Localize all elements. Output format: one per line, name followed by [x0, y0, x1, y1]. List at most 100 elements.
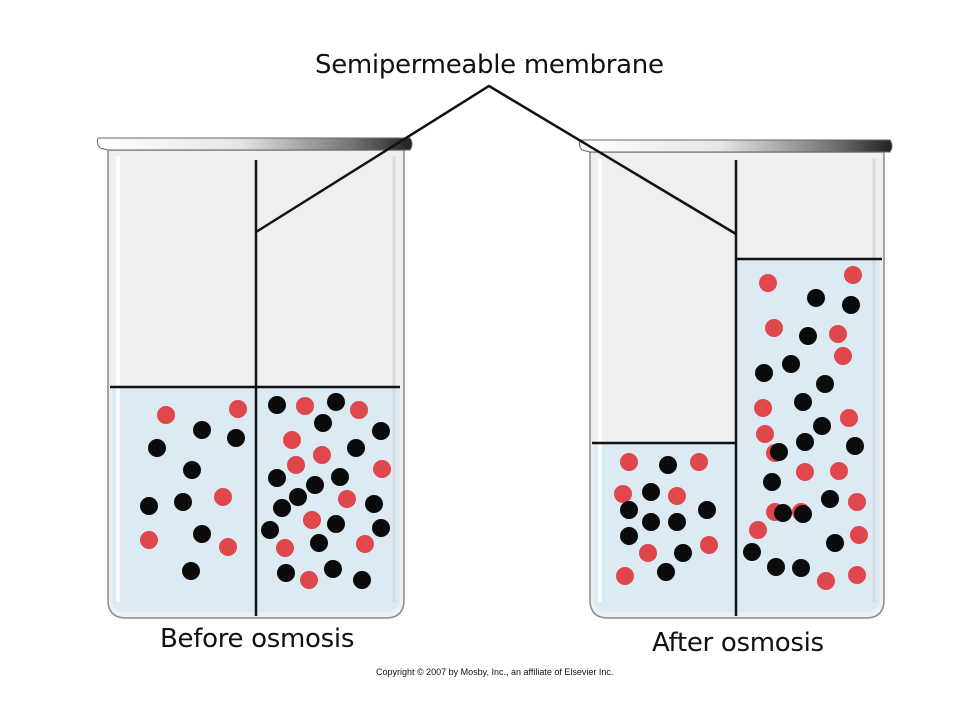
- solute-particle-red: [848, 566, 866, 584]
- copyright-notice: Copyright © 2007 by Mosby, Inc., an affi…: [376, 667, 614, 677]
- solvent-particle-black: [846, 437, 864, 455]
- beaker-before-rim: [96, 137, 413, 151]
- solvent-particle-black: [821, 490, 839, 508]
- solvent-particle-black: [372, 422, 390, 440]
- solute-particle-red: [756, 425, 774, 443]
- solvent-particle-black: [642, 513, 660, 531]
- solute-particle-red: [817, 572, 835, 590]
- solute-particle-red: [313, 446, 331, 464]
- solvent-particle-black: [183, 461, 201, 479]
- solvent-particle-black: [261, 521, 279, 539]
- solvent-particle-black: [174, 493, 192, 511]
- beaker-after: [578, 139, 893, 619]
- solute-particle-red: [754, 399, 772, 417]
- solvent-particle-black: [770, 443, 788, 461]
- solvent-particle-black: [347, 439, 365, 457]
- solvent-particle-black: [743, 543, 761, 561]
- membrane-leader-lines: [255, 84, 737, 236]
- solvent-particle-black: [668, 513, 686, 531]
- solvent-particle-black: [182, 562, 200, 580]
- solvent-particle-black: [659, 456, 677, 474]
- solvent-particle-black: [755, 364, 773, 382]
- solvent-particle-black: [273, 499, 291, 517]
- solute-particle-red: [834, 347, 852, 365]
- solvent-particle-black: [792, 559, 810, 577]
- solute-particle-red: [639, 544, 657, 562]
- solvent-particle-black: [767, 558, 785, 576]
- solute-particle-red: [350, 401, 368, 419]
- solvent-particle-black: [353, 571, 371, 589]
- solvent-particle-black: [620, 501, 638, 519]
- solvent-particle-black: [314, 414, 332, 432]
- solute-particle-red: [373, 460, 391, 478]
- solute-particle-red: [300, 571, 318, 589]
- solvent-particle-black: [816, 375, 834, 393]
- solute-particle-red: [338, 490, 356, 508]
- solute-particle-red: [759, 274, 777, 292]
- solvent-particle-black: [799, 327, 817, 345]
- solute-particle-red: [830, 462, 848, 480]
- solvent-particle-black: [774, 504, 792, 522]
- solvent-particle-black: [698, 501, 716, 519]
- solvent-particle-black: [306, 476, 324, 494]
- solute-particle-red: [829, 325, 847, 343]
- solvent-particle-black: [289, 488, 307, 506]
- solvent-particle-black: [331, 468, 349, 486]
- solvent-particle-black: [365, 495, 383, 513]
- solvent-particle-black: [277, 564, 295, 582]
- beaker-before: [96, 137, 413, 619]
- solute-particle-red: [850, 526, 868, 544]
- solvent-particle-black: [148, 439, 166, 457]
- solvent-particle-black: [310, 534, 328, 552]
- beaker-after-rim: [578, 139, 893, 153]
- solvent-particle-black: [327, 515, 345, 533]
- solute-particle-red: [616, 567, 634, 585]
- solute-particle-red: [157, 406, 175, 424]
- solute-particle-red: [356, 535, 374, 553]
- caption-before: Before osmosis: [160, 624, 355, 654]
- solute-particle-red: [690, 453, 708, 471]
- solute-particle-red: [276, 539, 294, 557]
- solvent-particle-black: [193, 525, 211, 543]
- solvent-particle-black: [842, 296, 860, 314]
- solvent-particle-black: [782, 355, 800, 373]
- solute-particle-red: [303, 511, 321, 529]
- diagram-title: Semipermeable membrane: [315, 50, 664, 80]
- solvent-particle-black: [813, 417, 831, 435]
- solvent-particle-black: [763, 473, 781, 491]
- solute-particle-red: [296, 397, 314, 415]
- solvent-particle-black: [268, 396, 286, 414]
- solute-particle-red: [219, 538, 237, 556]
- solvent-particle-black: [268, 469, 286, 487]
- solute-particle-red: [668, 487, 686, 505]
- caption-after: After osmosis: [652, 628, 824, 658]
- solvent-particle-black: [140, 497, 158, 515]
- beaker-after-particles: [614, 266, 868, 590]
- solvent-particle-black: [642, 483, 660, 501]
- solute-particle-red: [287, 456, 305, 474]
- solute-particle-red: [140, 531, 158, 549]
- solute-particle-red: [749, 521, 767, 539]
- solvent-particle-black: [227, 429, 245, 447]
- solvent-particle-black: [324, 560, 342, 578]
- solvent-particle-black: [794, 393, 812, 411]
- solvent-particle-black: [657, 563, 675, 581]
- solute-particle-red: [620, 453, 638, 471]
- solute-particle-red: [844, 266, 862, 284]
- beaker-before-particles: [140, 393, 391, 589]
- solvent-particle-black: [807, 289, 825, 307]
- solute-particle-red: [700, 536, 718, 554]
- solute-particle-red: [614, 485, 632, 503]
- solvent-particle-black: [620, 527, 638, 545]
- solute-particle-red: [283, 431, 301, 449]
- solute-particle-red: [848, 493, 866, 511]
- solvent-particle-black: [794, 505, 812, 523]
- solute-particle-red: [765, 319, 783, 337]
- solvent-particle-black: [193, 421, 211, 439]
- solute-particle-red: [796, 463, 814, 481]
- solvent-particle-black: [796, 433, 814, 451]
- solute-particle-red: [214, 488, 232, 506]
- solvent-particle-black: [826, 534, 844, 552]
- solvent-particle-black: [674, 544, 692, 562]
